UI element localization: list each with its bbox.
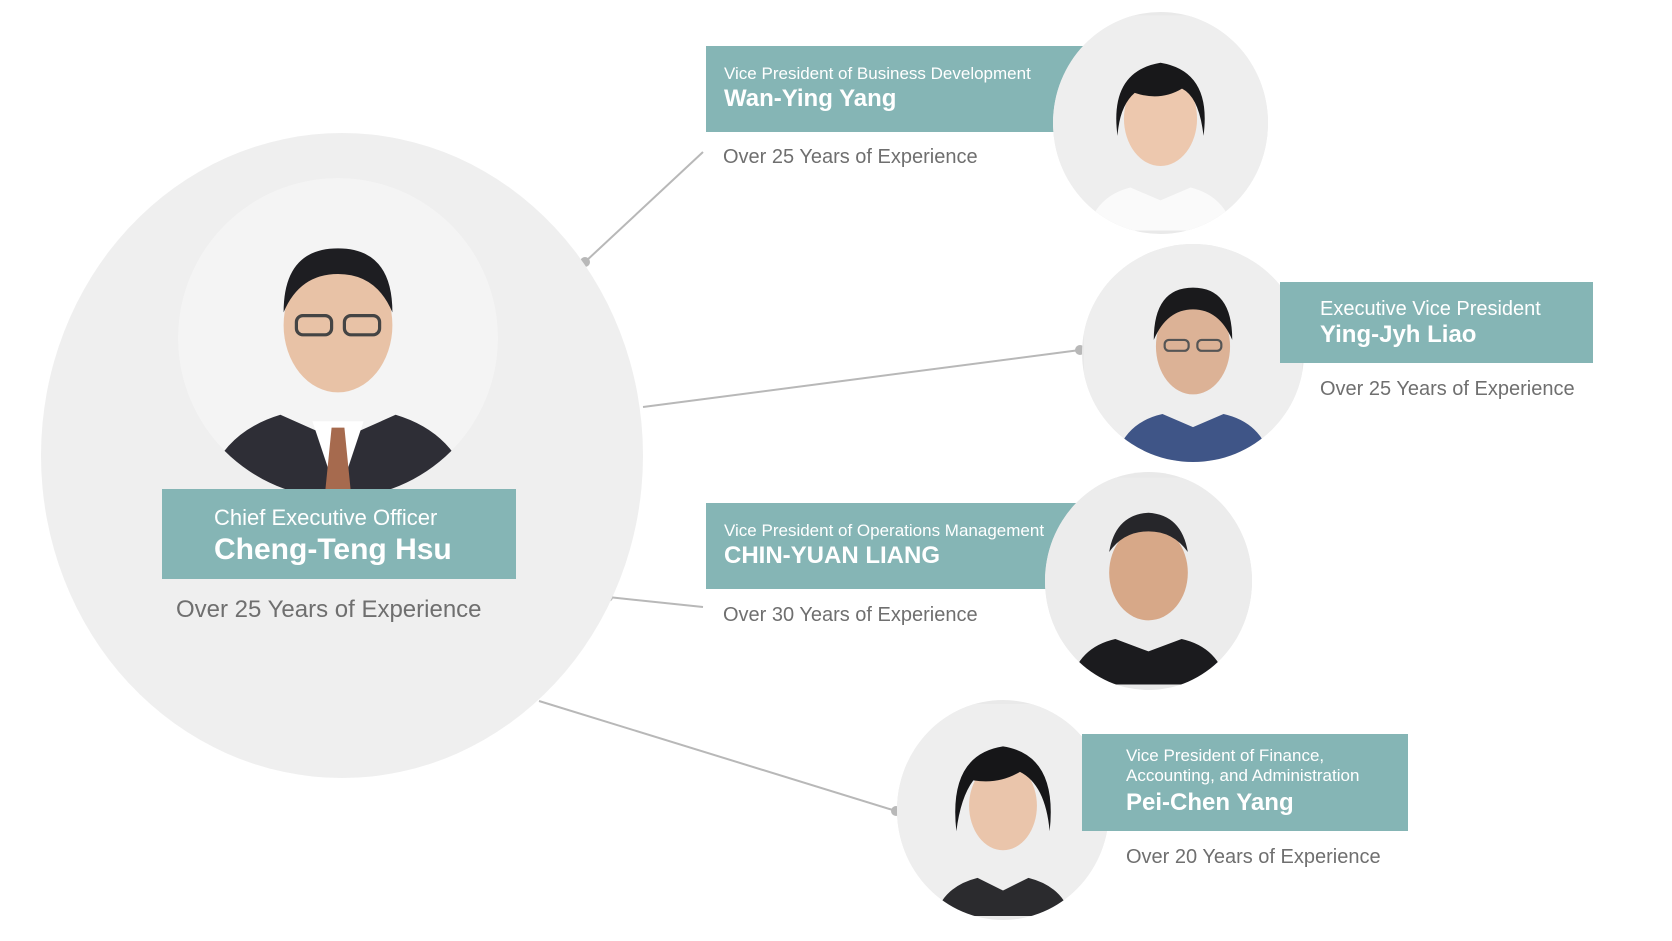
- vp1-photo: [1053, 12, 1268, 234]
- person-portrait-icon: [1045, 477, 1252, 685]
- person-portrait-icon: [178, 178, 498, 498]
- vp3-name: CHIN-YUAN LIANG: [724, 542, 940, 569]
- connector-vp2: [642, 349, 1081, 408]
- person-portrait-icon: [897, 704, 1109, 916]
- person-portrait-icon: [1084, 244, 1302, 462]
- vp4-role-line2: Accounting, and Administration: [1126, 766, 1360, 785]
- ceo-experience: Over 25 Years of Experience: [176, 596, 482, 623]
- ceo-photo: [178, 178, 498, 498]
- vp1-experience: Over 25 Years of Experience: [723, 146, 978, 168]
- vp1-label: Vice President of Business Development W…: [706, 46, 1096, 132]
- vp4-experience: Over 20 Years of Experience: [1126, 846, 1381, 868]
- ceo-role: Chief Executive Officer: [214, 505, 438, 530]
- ceo-label: Chief Executive Officer Cheng-Teng Hsu: [162, 489, 516, 579]
- vp4-label: Vice President of Finance, Accounting, a…: [1082, 734, 1408, 831]
- vp3-role: Vice President of Operations Management: [724, 521, 1045, 540]
- vp4-role-line1: Vice President of Finance,: [1126, 746, 1325, 765]
- vp3-experience: Over 30 Years of Experience: [723, 604, 978, 626]
- vp4-photo: [897, 700, 1109, 920]
- vp2-experience: Over 25 Years of Experience: [1320, 378, 1575, 400]
- vp3-photo: [1045, 472, 1252, 690]
- ceo-name: Cheng-Teng Hsu: [214, 533, 452, 566]
- vp3-label: Vice President of Operations Management …: [706, 503, 1092, 589]
- vp4-name: Pei-Chen Yang: [1126, 789, 1294, 816]
- connector-vp1: [584, 151, 704, 263]
- vp2-role: Executive Vice President: [1320, 298, 1541, 320]
- connector-vp3: [607, 596, 704, 608]
- vp2-photo: [1082, 244, 1304, 462]
- connector-vp4: [538, 700, 897, 812]
- vp2-name: Ying-Jyh Liao: [1320, 321, 1477, 348]
- vp2-label: Executive Vice President Ying-Jyh Liao: [1280, 282, 1593, 363]
- person-portrait-icon: [1053, 15, 1268, 231]
- vp1-role: Vice President of Business Development: [724, 64, 1031, 83]
- vp1-name: Wan-Ying Yang: [724, 85, 897, 112]
